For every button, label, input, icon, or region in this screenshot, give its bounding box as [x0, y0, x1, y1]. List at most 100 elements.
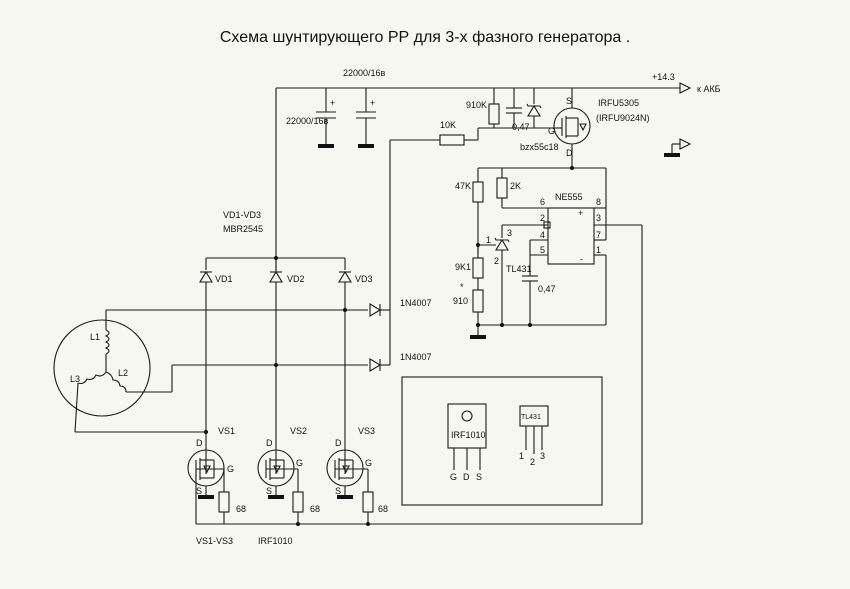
r910k-label: 910K [466, 100, 487, 110]
n1-label: 1N4007 [400, 298, 432, 308]
star-label: * [460, 282, 464, 292]
mosfet-irfu5305 [553, 88, 591, 168]
mbr-label: MBR2545 [223, 224, 263, 234]
r68c-label: 68 [378, 504, 388, 514]
zener-bzx [526, 88, 542, 128]
pin5-label: 5 [540, 245, 545, 255]
diode-vd3 [338, 258, 352, 474]
vs1-s-label: S [196, 486, 202, 496]
pkg-g-label: G [450, 472, 457, 482]
vd3-label: VD3 [355, 274, 373, 284]
vs3-d-label: D [335, 438, 342, 448]
pin1-label: 1 [596, 245, 601, 255]
irfu-d-label: D [566, 148, 573, 158]
resistor-47k [472, 168, 484, 255]
pkg-1-label: 1 [519, 451, 524, 461]
svg-text:+: + [370, 98, 375, 108]
mosfet-vs3 [326, 449, 374, 524]
irfu-alt-label: (IRFU9024N) [596, 113, 650, 123]
top-rail [275, 82, 692, 272]
r10k-label: 10K [440, 120, 456, 130]
pkg-irf-label: IRF1010 [451, 430, 486, 440]
vd2-label: VD2 [287, 274, 305, 284]
capacitor-c2: + [356, 88, 376, 148]
capacitor-c1: + [316, 88, 336, 148]
r68b-label: 68 [310, 504, 320, 514]
tl-p2-label: 2 [494, 256, 499, 266]
pkg-s-label: S [476, 472, 482, 482]
resistor-910 [470, 289, 486, 339]
tl431-label: TL431 [506, 264, 532, 274]
irfu-label: IRFU5305 [598, 98, 639, 108]
l3-label: L3 [70, 374, 80, 384]
r68a-label: 68 [236, 504, 246, 514]
pkg-d-label: D [463, 472, 470, 482]
vs1-d-label: D [196, 438, 203, 448]
mosfet-vs2 [257, 449, 304, 524]
arrow-akb-icon [679, 82, 692, 94]
tl-p3-label: 3 [507, 228, 512, 238]
c047a-label: 0,47 [512, 122, 530, 132]
resistor-10k [389, 128, 479, 365]
capacitor-047a [506, 88, 522, 128]
vd1-label: VD1 [215, 274, 233, 284]
pkg-tl-label: TL431 [521, 414, 541, 421]
diode-1n4007-bottom [172, 358, 390, 372]
r9k1-label: 9K1 [455, 262, 471, 272]
ic-ne555 [502, 168, 642, 325]
vd13-label: VD1-VD3 [223, 210, 261, 220]
capacitor-047b [522, 240, 538, 325]
r2k-label: 2K [510, 181, 521, 191]
pin7-label: 7 [596, 230, 601, 240]
pin8-label: 8 [596, 197, 601, 207]
cap-top-label: 22000/16в [343, 68, 386, 78]
n2-label: 1N4007 [400, 352, 432, 362]
vs2-s-label: S [266, 486, 272, 496]
pkg-2-label: 2 [530, 457, 535, 467]
cap-left-label: 22000/16в [286, 116, 329, 126]
resistor-910k [488, 88, 500, 128]
irfu-s-label: S [566, 96, 572, 106]
voltage-label: +14.3 [652, 72, 675, 82]
vs2-label: VS2 [290, 426, 307, 436]
pin3-label: 3 [596, 213, 601, 223]
tl-p1-label: 1 [486, 235, 491, 245]
vs3-g-label: G [365, 458, 372, 468]
vs13-label: VS1-VS3 [196, 536, 233, 546]
diode-vd2 [269, 258, 283, 474]
tl431-symbol [478, 225, 510, 325]
pkg-3-label: 3 [540, 451, 545, 461]
pin4-label: 4 [540, 230, 545, 240]
diode-1n4007-top [106, 303, 390, 317]
ground-symbol-icon [664, 138, 692, 157]
vs3-label: VS3 [358, 426, 375, 436]
vs1-g-label: G [227, 464, 234, 474]
irf1010-label: IRF1010 [258, 536, 293, 546]
resistor-2k [496, 168, 508, 208]
r910-label: 910 [453, 296, 468, 306]
irfu-g-label: G [548, 126, 555, 136]
pin2-label: 2 [540, 213, 545, 223]
vs2-g-label: G [296, 458, 303, 468]
r47k-label: 47K [455, 181, 471, 191]
vs1-label: VS1 [218, 426, 235, 436]
generator-winding [53, 310, 206, 433]
minus-label: - [580, 254, 583, 264]
ne555-label: NE555 [555, 192, 583, 202]
package-pinout-box [401, 376, 603, 506]
mosfet-vs1 [187, 449, 230, 524]
l2-label: L2 [118, 368, 128, 378]
vs3-s-label: S [335, 486, 341, 496]
akb-label: к АКБ [697, 84, 721, 94]
diagram-title: Схема шунтирующего РР для 3-х фазного ге… [220, 29, 630, 46]
bzx-label: bzx55c18 [520, 142, 559, 152]
l1-label: L1 [90, 332, 100, 342]
svg-text:+: + [330, 98, 335, 108]
plus-label: + [578, 208, 583, 218]
resistor-9k1 [472, 245, 484, 290]
pin6-label: 6 [540, 197, 545, 207]
c047b-label: 0,47 [538, 284, 556, 294]
vs2-d-label: D [266, 438, 273, 448]
